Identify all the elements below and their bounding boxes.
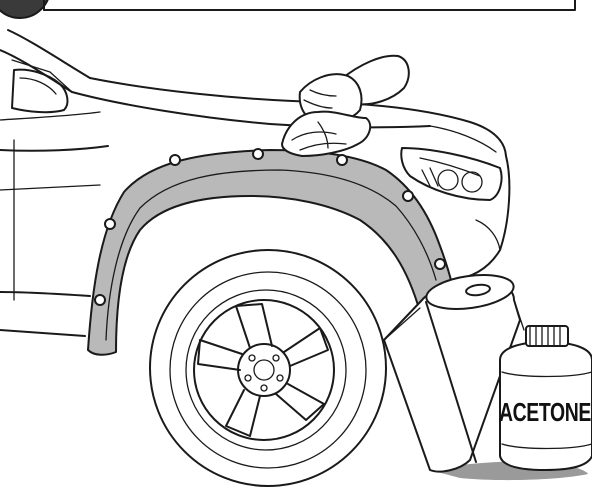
- step-badge-icon: [0, 0, 50, 18]
- acetone-bottle-icon: ACETONE: [499, 326, 592, 470]
- instruction-banner: [44, 0, 575, 10]
- headlight: [401, 148, 501, 200]
- bottle-label: ACETONE: [499, 397, 591, 427]
